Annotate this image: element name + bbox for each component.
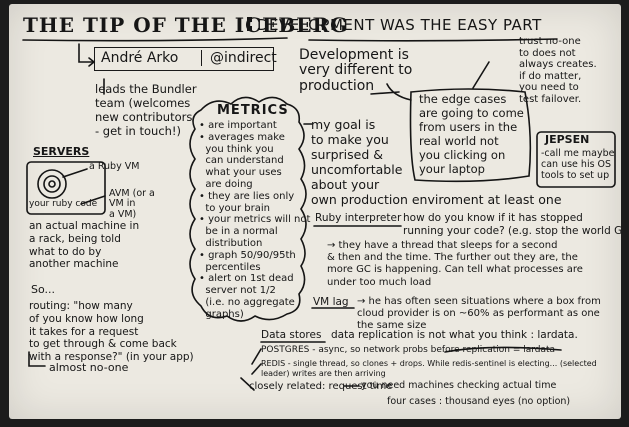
edge-cases-note: the edge cases are going to come from us…: [419, 92, 524, 177]
ruby-interpreter-detail: → they have a thread that sleeps for a s…: [327, 240, 583, 288]
ruby-interpreter-question: how do you know if it has stopped runnin…: [403, 212, 621, 238]
four-cases-note: four cases : thousand eyes (no option): [387, 396, 571, 407]
page-subtitle: DEVELOPMENT WAS THE EASY PART: [257, 16, 542, 34]
request-time-note: you need machines checking actual time: [361, 380, 557, 391]
metrics-title: METRICS: [217, 103, 289, 118]
speaker-box: André Arko @indirect: [94, 47, 277, 71]
speaker-name: André Arko: [101, 50, 179, 66]
postgres-note: POSTGRES - async, so network probs befor…: [261, 345, 556, 355]
sketchnote-page: THE TIP OF THE ICEBERG DEVELOPMENT WAS T…: [9, 4, 621, 419]
data-stores-label: Data stores: [261, 329, 322, 341]
ruby-interpreter-label: Ruby interpreter: [315, 212, 402, 224]
dev-different-note: Development is very different to product…: [299, 47, 413, 94]
jepsen-title: JEPSEN: [545, 133, 590, 146]
machine-label: an actual machine in a rack, being told …: [29, 220, 140, 271]
trust-note: trust no-one to does not always creates.…: [519, 36, 597, 105]
avm-label: AVM (or a VM in a VM): [109, 188, 155, 220]
goal-note: my goal is to make you surprised & uncom…: [311, 117, 562, 207]
ruby-vm-label: a Ruby VM: [89, 161, 140, 172]
vm-lag-label: VM lag: [313, 296, 349, 308]
so-label: So...: [31, 283, 56, 296]
routing-answer: almost no-one: [49, 361, 129, 374]
speaker-bio: leads the Bundler team (welcomes new con…: [95, 82, 197, 139]
speaker-handle: @indirect: [201, 50, 277, 67]
page-title: THE TIP OF THE ICEBERG: [23, 13, 349, 37]
request-time-label: closely related: request time: [249, 381, 393, 392]
jepsen-note: -call me maybe can use his OS tools to s…: [541, 148, 615, 182]
routing-note: routing: "how many of you know how long …: [29, 300, 194, 364]
servers-heading: SERVERS: [33, 145, 90, 158]
sketch-lines: [22, 17, 616, 391]
data-stores-text: data replication is not what you think :…: [331, 329, 578, 341]
redis-note: REDIS - single thread, so clones + drops…: [261, 359, 597, 378]
your-code-label: your ruby code: [29, 199, 98, 209]
metrics-list: • are important • averages make you thin…: [199, 120, 311, 320]
vm-lag-text: → he has often seen situations where a b…: [357, 296, 601, 332]
